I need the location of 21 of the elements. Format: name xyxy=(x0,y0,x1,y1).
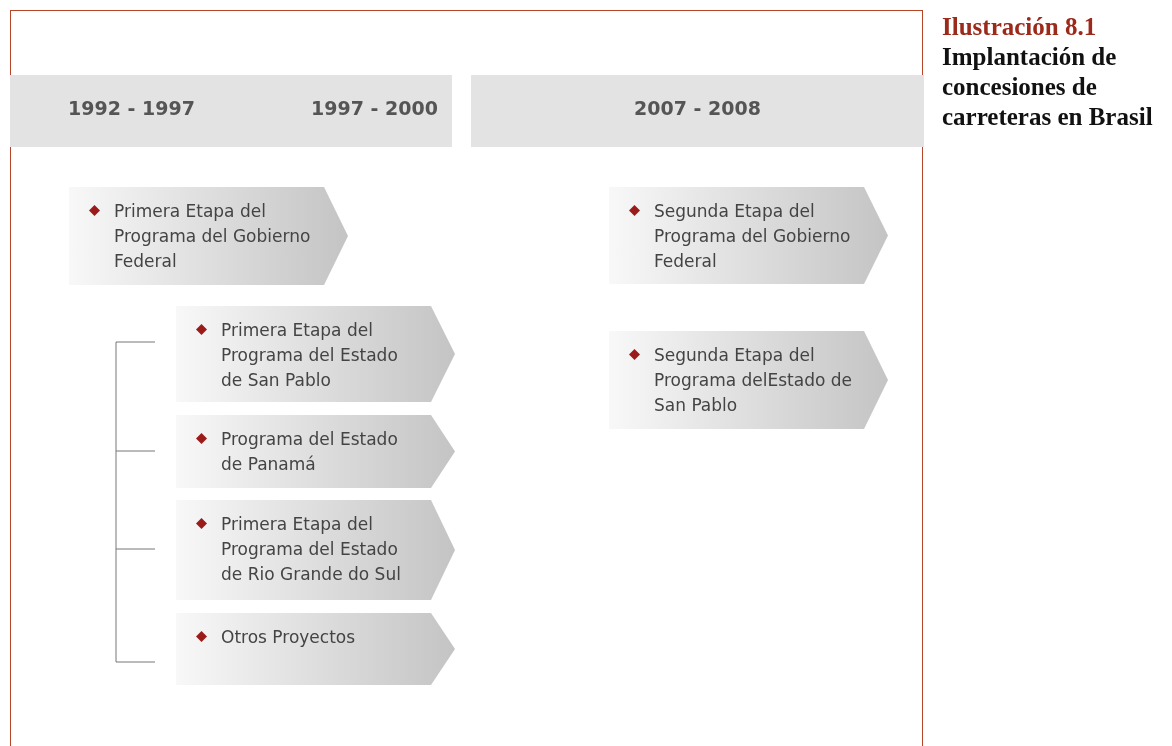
chevron-box xyxy=(176,306,455,402)
chevron-box xyxy=(176,415,455,488)
period-label: 2007 - 2008 xyxy=(634,97,761,119)
program-label: Otros Proyectos xyxy=(221,626,357,649)
program-label: Primera Etapa del Programa del Estado de San Pablo xyxy=(221,319,399,392)
period-label: 1992 - 1997 xyxy=(68,97,195,119)
figure-title: Implantación de concesiones de carreteras en Brasil xyxy=(942,42,1154,132)
program-label: Primera Etapa del Programa del Gobierno Federal xyxy=(114,200,312,273)
chevron-box xyxy=(609,331,888,429)
figure-number: Ilustración 8.1 xyxy=(942,12,1098,42)
chevron-box xyxy=(176,613,455,685)
chevron-box xyxy=(69,187,348,285)
chevron-box xyxy=(176,500,455,600)
chevron-box xyxy=(609,187,888,284)
program-label: Segunda Etapa del Programa del Gobierno Federal xyxy=(654,200,852,273)
program-label: Primera Etapa del Programa del Estado de Rio Grande do Sul xyxy=(221,513,402,586)
header-band xyxy=(10,75,452,147)
program-label: Segunda Etapa del Programa delEstado de San Pablo xyxy=(654,344,853,417)
period-label: 1997 - 2000 xyxy=(311,97,438,119)
header-band xyxy=(471,75,924,147)
program-label: Programa del Estado de Panamá xyxy=(221,428,399,476)
